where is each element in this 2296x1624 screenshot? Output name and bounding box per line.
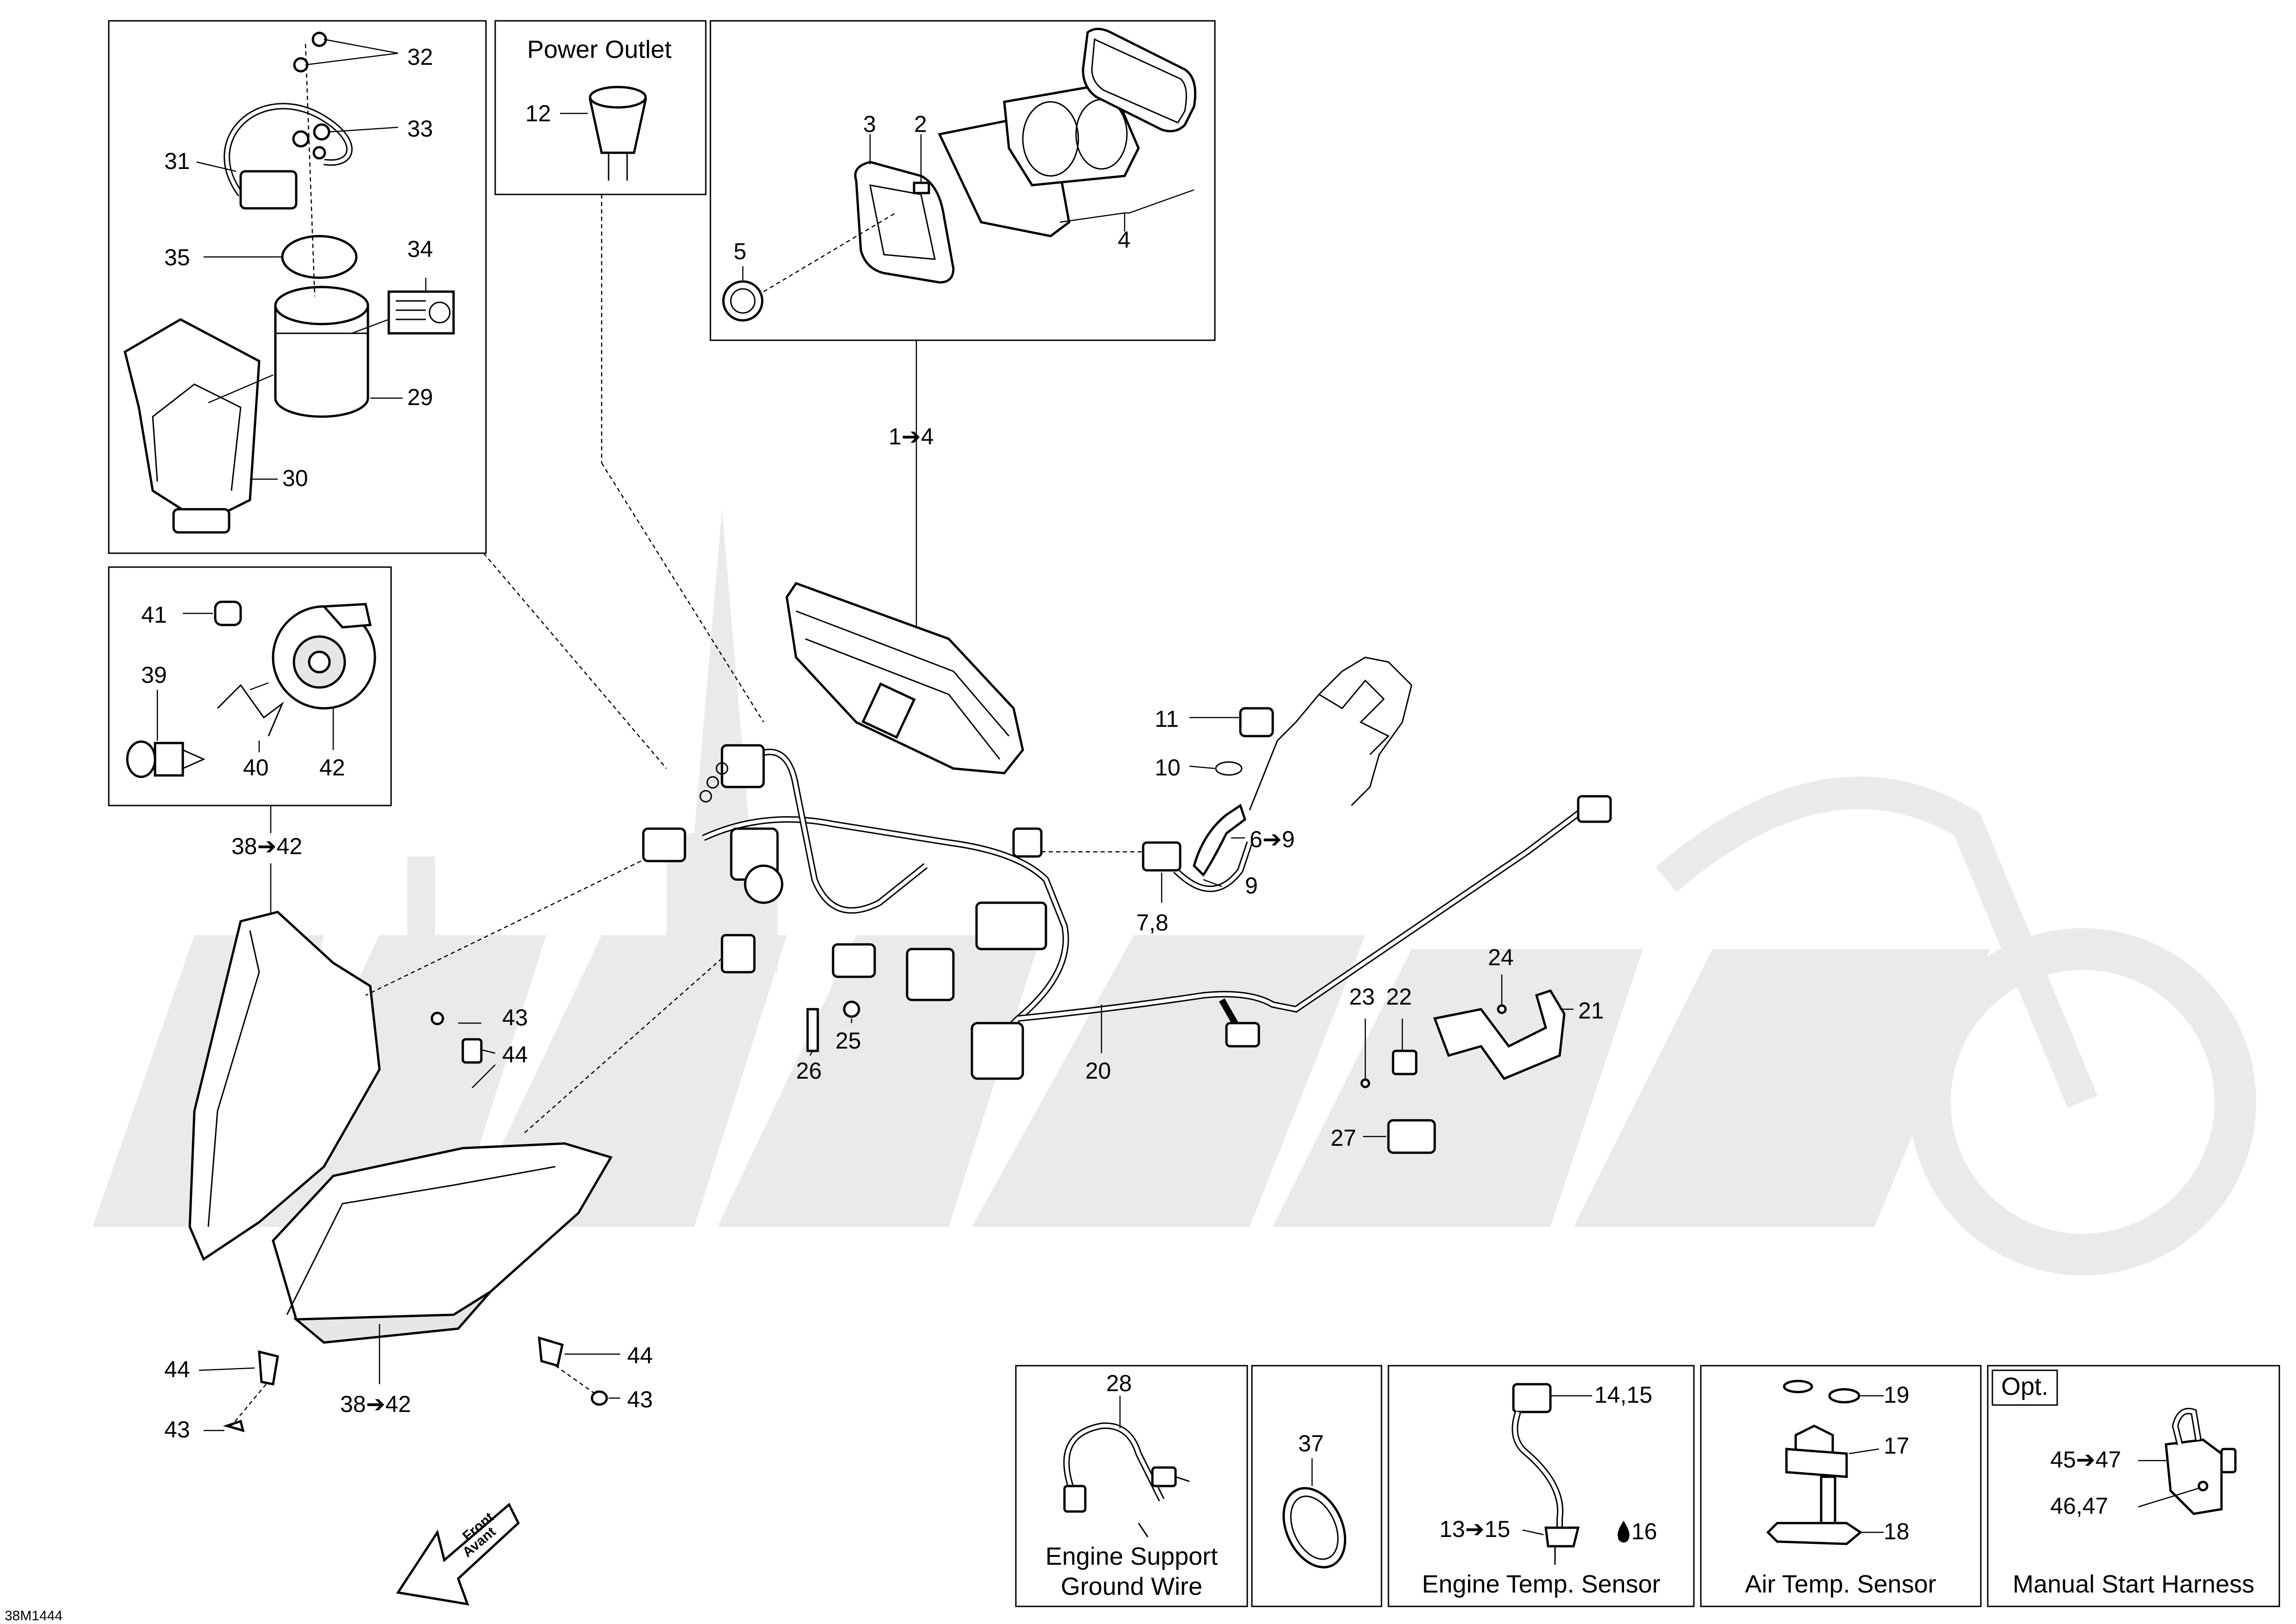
callout-43-left: 43 xyxy=(164,1417,190,1443)
callout-25: 25 xyxy=(835,1028,861,1054)
drawing-code: 38M1444 xyxy=(5,1608,62,1624)
engine-temp-caption: Engine Temp. Sensor xyxy=(1422,1570,1660,1598)
callout-19: 19 xyxy=(1884,1382,1910,1408)
callout-13-15: 13➔15 xyxy=(1439,1516,1510,1542)
callout-9: 9 xyxy=(1245,873,1258,899)
box-headlamp-bulb xyxy=(108,566,392,806)
box-instrument-cluster xyxy=(709,20,1216,341)
callout-43-top: 43 xyxy=(502,1005,528,1031)
box-relay-group xyxy=(108,20,487,554)
box-tie-strap xyxy=(1251,1365,1382,1607)
callout-37: 37 xyxy=(1298,1430,1324,1456)
callout-3: 3 xyxy=(863,111,876,137)
callout-11: 11 xyxy=(1155,706,1179,732)
callout-28: 28 xyxy=(1106,1370,1132,1396)
box-manual-start-harness xyxy=(1987,1365,2280,1607)
ground-wire-caption-line2: Ground Wire xyxy=(1061,1573,1202,1600)
callout-41: 41 xyxy=(141,602,167,628)
callout-39: 39 xyxy=(141,662,167,688)
ground-wire-caption-line1: Engine Support xyxy=(1045,1543,1218,1570)
callout-5: 5 xyxy=(734,238,747,264)
callout-12: 12 xyxy=(525,100,551,126)
front-direction-arrow xyxy=(396,1503,520,1606)
main-assembly xyxy=(188,194,1612,1432)
callout-23: 23 xyxy=(1349,984,1375,1010)
callout-1-4: 1➔4 xyxy=(889,424,934,450)
callout-44-top: 44 xyxy=(502,1042,528,1068)
callout-38-42-bottom: 38➔42 xyxy=(340,1391,411,1417)
manual-start-caption: Manual Start Harness xyxy=(2013,1570,2254,1598)
watermark-logo xyxy=(93,509,2256,1275)
callout-22: 22 xyxy=(1386,984,1412,1010)
box-air-temp-sensor xyxy=(1700,1365,1982,1607)
callout-44-right: 44 xyxy=(627,1343,653,1368)
box-ground-wire xyxy=(1015,1365,1248,1607)
callout-40: 40 xyxy=(243,755,269,781)
callout-4: 4 xyxy=(1118,227,1131,253)
callout-18: 18 xyxy=(1884,1518,1910,1544)
power-outlet-title: Power Outlet xyxy=(527,36,672,63)
callout-31: 31 xyxy=(164,148,190,174)
callout-33: 33 xyxy=(407,116,433,142)
callout-30: 30 xyxy=(282,465,308,491)
callout-10: 10 xyxy=(1155,755,1181,781)
callout-42: 42 xyxy=(319,755,345,781)
callout-20: 20 xyxy=(1085,1058,1111,1084)
callout-38-42-top: 38➔42 xyxy=(231,833,302,859)
opt-tag: Opt. xyxy=(2001,1373,2048,1400)
callout-2: 2 xyxy=(914,111,927,137)
callout-7-8: 7,8 xyxy=(1136,910,1169,936)
callout-16: 16 xyxy=(1631,1518,1657,1544)
callout-27: 27 xyxy=(1331,1125,1356,1151)
callout-14-15: 14,15 xyxy=(1594,1382,1652,1408)
callout-29: 29 xyxy=(407,384,433,410)
box-engine-temp-sensor xyxy=(1388,1365,1695,1607)
box-power-outlet xyxy=(494,20,707,195)
callout-46-47: 46,47 xyxy=(2050,1493,2108,1519)
callout-26: 26 xyxy=(796,1058,822,1084)
callout-21: 21 xyxy=(1578,998,1604,1024)
callout-17: 17 xyxy=(1884,1433,1910,1459)
callout-34: 34 xyxy=(407,236,433,262)
callout-35: 35 xyxy=(164,244,190,270)
callout-44-left: 44 xyxy=(164,1356,190,1382)
callout-24: 24 xyxy=(1488,944,1514,970)
callout-45-47: 45➔47 xyxy=(2050,1447,2121,1473)
callout-6-9: 6➔9 xyxy=(1250,826,1295,852)
callout-32: 32 xyxy=(407,44,433,70)
callout-43-right: 43 xyxy=(627,1387,653,1412)
air-temp-caption: Air Temp. Sensor xyxy=(1745,1570,1936,1598)
